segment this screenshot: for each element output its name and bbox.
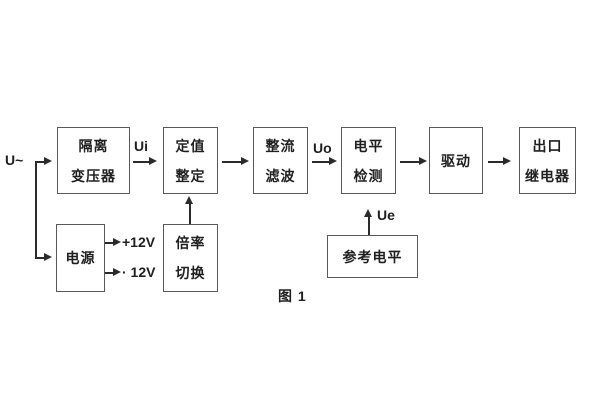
arrow-power-pos12v [105,239,121,246]
arrow-rectifier-to-level [312,158,337,165]
block-power-supply: 电源 [56,224,105,292]
block-label: 驱动 [441,152,471,169]
block-label: 整流 [265,137,296,154]
arrow-input-to-transformer [35,158,52,165]
block-label: 电源 [65,250,96,266]
block-label: 滤波 [265,167,296,184]
block-label: 出口 [532,137,563,154]
signal-label-ue: Ue [377,207,395,223]
voltage-label-pos12v: +12V [122,234,156,250]
block-label: 倍率 [175,235,206,251]
input-voltage-label: U~ [5,152,24,168]
block-level-detection: 电平 检测 [341,127,396,194]
block-label: 切换 [175,265,206,281]
block-isolation-transformer: 隔离 变压器 [57,127,130,194]
block-label: 变压器 [71,167,116,184]
block-label: 继电器 [525,167,570,184]
block-label: 参考电平 [342,248,403,265]
arrow-power-neg12v [105,269,121,276]
arrow-setpoint-to-rectifier [222,158,249,165]
arrow-reference-to-level [365,209,372,235]
arrow-transformer-to-setpoint [133,158,157,165]
block-label: 定值 [175,137,206,154]
block-output-relay: 出口 继电器 [519,127,576,194]
arrow-level-to-driver [400,158,427,165]
block-setpoint-setting: 定值 整定 [163,127,218,194]
signal-label-uo: Uo [313,140,332,156]
block-ratio-switching: 倍率 切换 [163,224,218,292]
figure-caption: 图 1 [278,288,307,304]
arrow-input-to-power [35,254,52,261]
arrow-ratio-to-setpoint [186,196,193,224]
block-reference-level: 参考电平 [327,235,418,278]
arrow-driver-to-relay [488,158,511,165]
voltage-label-neg12v: · 12V [122,264,156,280]
block-rectifier-filter: 整流 滤波 [253,127,308,194]
block-label: 检测 [353,167,384,184]
input-branch-line [35,161,37,258]
block-driver: 驱动 [429,127,483,194]
block-label: 隔离 [78,137,109,154]
block-label: 电平 [353,137,384,154]
signal-label-ui: Ui [134,138,148,154]
block-label: 整定 [175,167,206,184]
